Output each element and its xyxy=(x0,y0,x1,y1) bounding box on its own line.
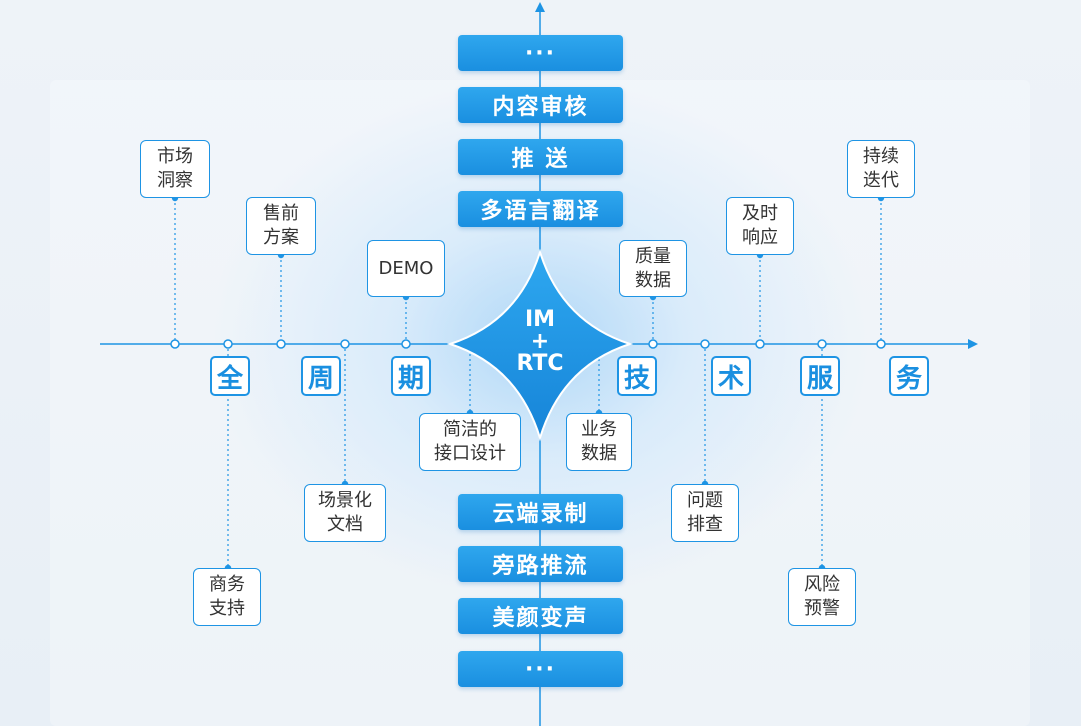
axis-char-shu: 术 xyxy=(711,356,751,396)
axis-node xyxy=(223,339,233,349)
axis-char-ji: 技 xyxy=(617,356,657,396)
vertical-axis-arrow xyxy=(535,2,545,12)
stack-item-bypass-stream: 旁路推流 xyxy=(458,546,623,582)
label-demo: DEMO xyxy=(367,240,445,297)
axis-char-wu: 务 xyxy=(889,356,929,396)
axis-char-fu: 服 xyxy=(800,356,840,396)
label-quality-data: 质量 数据 xyxy=(619,240,687,297)
label-risk-alert: 风险 预警 xyxy=(788,568,856,626)
center-line-rtc: RTC xyxy=(516,351,564,376)
axis-char-qi: 期 xyxy=(391,356,431,396)
label-continuous-iteration: 持续 迭代 xyxy=(847,140,915,198)
label-business-support: 商务 支持 xyxy=(193,568,261,626)
horizontal-axis-arrow xyxy=(968,339,978,349)
label-troubleshooting: 问题 排查 xyxy=(671,484,739,542)
label-timely-response: 及时 响应 xyxy=(726,197,794,255)
center-star xyxy=(446,248,634,442)
center-line-im: IM xyxy=(524,307,556,332)
axis-node xyxy=(648,339,658,349)
axis-node xyxy=(817,339,827,349)
axis-node xyxy=(876,339,886,349)
stack-item-more-bottom: ··· xyxy=(458,651,623,687)
label-market-insight: 市场 洞察 xyxy=(140,140,210,198)
label-business-data: 业务 数据 xyxy=(566,413,632,471)
axis-node xyxy=(755,339,765,349)
label-api-design: 简洁的 接口设计 xyxy=(419,413,521,471)
center-line-plus: + xyxy=(530,329,550,354)
center-label: IM + RTC xyxy=(490,300,590,384)
stack-item-push: 推 送 xyxy=(458,139,623,175)
stack-item-cloud-recording: 云端录制 xyxy=(458,494,623,530)
axis-node xyxy=(700,339,710,349)
label-scenario-docs: 场景化 文档 xyxy=(304,484,386,542)
axis-char-zhou: 周 xyxy=(301,356,341,396)
axis-node xyxy=(340,339,350,349)
stack-item-more-top: ··· xyxy=(458,35,623,71)
axis-node xyxy=(170,339,180,349)
label-presale-plan: 售前 方案 xyxy=(246,197,316,255)
axis-char-quan: 全 xyxy=(210,356,250,396)
stack-item-content-review: 内容审核 xyxy=(458,87,623,123)
stack-item-translation: 多语言翻译 xyxy=(458,191,623,227)
axis-node xyxy=(276,339,286,349)
stack-item-beauty-voice: 美颜变声 xyxy=(458,598,623,634)
axis-node xyxy=(401,339,411,349)
